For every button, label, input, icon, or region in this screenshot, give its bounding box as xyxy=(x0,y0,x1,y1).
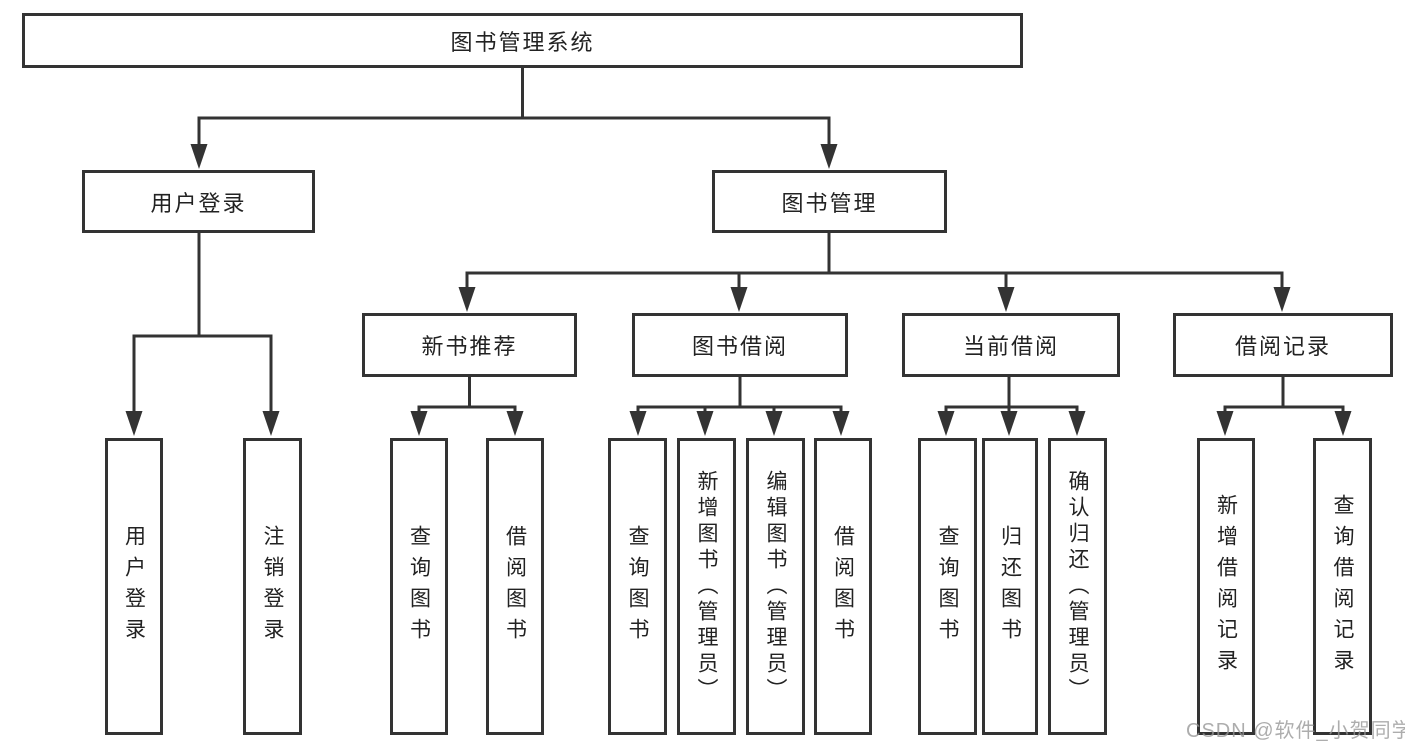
node-borrow-records: 借阅记录 xyxy=(1173,313,1393,377)
node-library-system: 图书管理系统 xyxy=(22,13,1023,68)
leaf-add-borrow-record: 新增借阅记录 xyxy=(1197,438,1255,735)
leaf-query-book-1: 查询图书 xyxy=(390,438,448,735)
leaf-edit-book-admin: 编辑图书（管理员） xyxy=(746,438,805,735)
leaf-user-login: 用户登录 xyxy=(105,438,163,735)
leaf-query-book-2: 查询图书 xyxy=(608,438,667,735)
leaf-query-borrow-record: 查询借阅记录 xyxy=(1313,438,1372,735)
node-book-management: 图书管理 xyxy=(712,170,947,233)
leaf-confirm-return-admin: 确认归还（管理员） xyxy=(1048,438,1107,735)
node-user-login: 用户登录 xyxy=(82,170,315,233)
leaf-logout: 注销登录 xyxy=(243,438,302,735)
leaf-borrow-book-2: 借阅图书 xyxy=(814,438,872,735)
node-new-book-recommend: 新书推荐 xyxy=(362,313,577,377)
node-book-borrow: 图书借阅 xyxy=(632,313,848,377)
node-current-borrow: 当前借阅 xyxy=(902,313,1120,377)
leaf-add-book-admin: 新增图书（管理员） xyxy=(677,438,736,735)
leaf-borrow-book-1: 借阅图书 xyxy=(486,438,544,735)
leaf-query-book-3: 查询图书 xyxy=(918,438,977,735)
watermark-text: CSDN @软件_小贺同学 xyxy=(1186,720,1405,742)
leaf-return-book: 归还图书 xyxy=(982,438,1038,735)
